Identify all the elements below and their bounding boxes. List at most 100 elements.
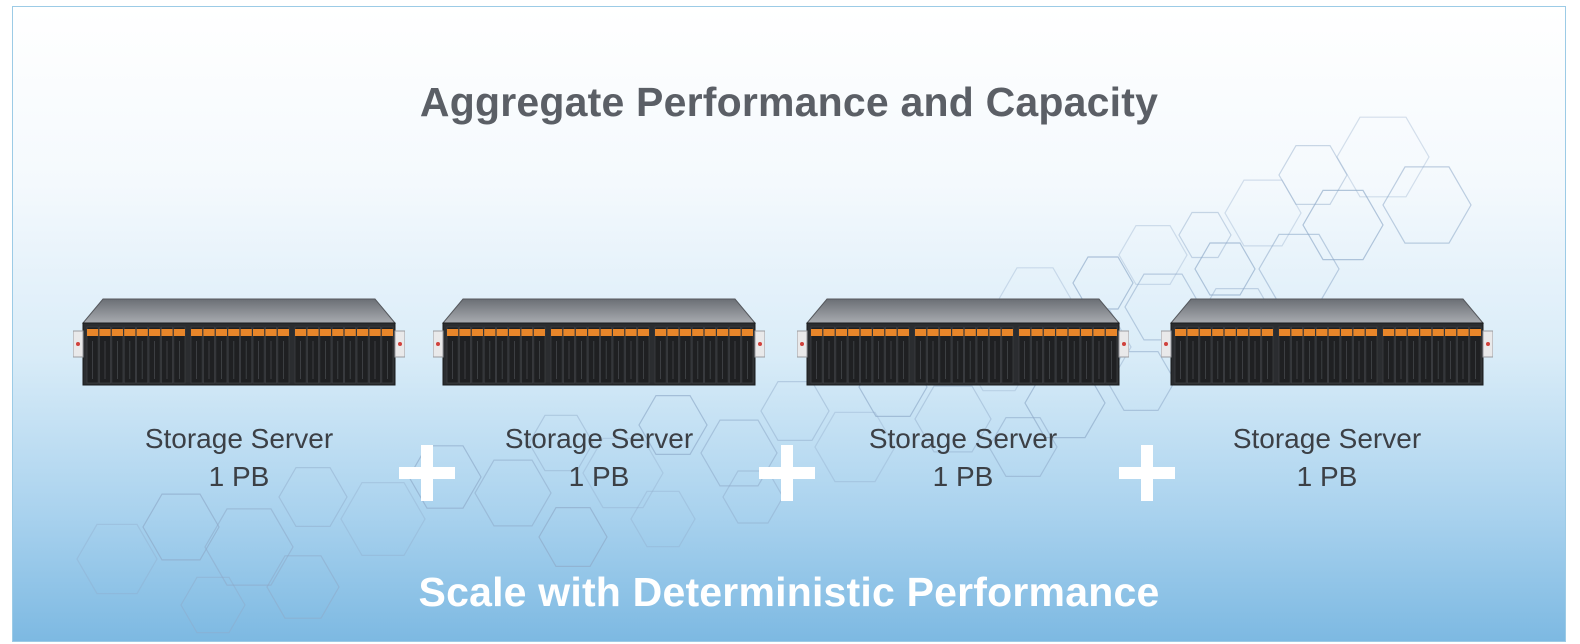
drive-release-tab xyxy=(1056,329,1068,336)
drive-release-tab xyxy=(835,329,847,336)
hexagon-shape xyxy=(1178,211,1232,259)
drive-release-tab xyxy=(240,329,252,336)
plus-vertical-bar xyxy=(1141,445,1153,501)
drive-release-tab xyxy=(1187,329,1199,336)
drive-release-tab xyxy=(1019,329,1031,336)
drive-release-tab xyxy=(848,329,860,336)
server-icon xyxy=(73,298,405,386)
hexagon-shape xyxy=(1302,189,1384,261)
drive-release-tab xyxy=(1341,329,1353,336)
hexagon-shape xyxy=(1224,179,1302,247)
drive-release-tab xyxy=(319,329,331,336)
drive-release-tab xyxy=(307,329,319,336)
drive-release-tab xyxy=(989,329,1001,336)
drive-release-tab xyxy=(484,329,496,336)
drive-release-tab xyxy=(600,329,612,336)
rack-ear-led xyxy=(758,342,762,346)
drive-release-tab xyxy=(459,329,471,336)
drive-release-tab xyxy=(927,329,939,336)
drive-release-tab xyxy=(741,329,753,336)
drive-release-tab xyxy=(1031,329,1043,336)
drive-release-tab xyxy=(1261,329,1273,336)
drive-release-tab xyxy=(1445,329,1457,336)
drive-release-tab xyxy=(161,329,173,336)
drive-release-tab xyxy=(873,329,885,336)
drive-release-tab xyxy=(381,329,393,336)
server-lid xyxy=(805,298,1121,324)
drive-release-tab xyxy=(1291,329,1303,336)
server-lid xyxy=(441,298,757,324)
drive-release-tab xyxy=(692,329,704,336)
drive-release-tab xyxy=(136,329,148,336)
plus-vertical-bar xyxy=(421,445,433,501)
drive-release-tab xyxy=(344,329,356,336)
drive-release-tab xyxy=(533,329,545,336)
drive-release-tab xyxy=(655,329,667,336)
drive-release-tab xyxy=(729,329,741,336)
plus-icon xyxy=(1119,445,1175,501)
drive-release-tab xyxy=(295,329,307,336)
server-name-label: Storage Server xyxy=(1232,423,1422,454)
drive-release-tab xyxy=(1353,329,1365,336)
server-icon xyxy=(433,298,765,386)
server-name-label: Storage Server xyxy=(144,423,334,454)
server-capacity-label: 1 PB xyxy=(1296,461,1358,492)
drive-release-tab xyxy=(575,329,587,336)
drive-release-tab xyxy=(679,329,691,336)
plus-vertical-bar xyxy=(781,445,793,501)
drive-release-tab xyxy=(1365,329,1377,336)
rack-ear-led xyxy=(436,342,440,346)
drive-release-tab xyxy=(1395,329,1407,336)
server-unit-2: Storage Server 1 PB xyxy=(433,291,765,511)
drive-release-tab xyxy=(1279,329,1291,336)
drive-release-tab xyxy=(1105,329,1117,336)
drive-release-tab xyxy=(277,329,289,336)
diagram-frame: Aggregate Performance and Capacity Stora… xyxy=(12,6,1566,642)
drive-release-tab xyxy=(1249,329,1261,336)
server-capacity-label: 1 PB xyxy=(932,461,994,492)
server-lid xyxy=(1169,298,1485,324)
drive-release-tab xyxy=(447,329,459,336)
drive-release-tab xyxy=(173,329,185,336)
drive-release-tab xyxy=(551,329,563,336)
drive-release-tab xyxy=(1303,329,1315,336)
drive-release-tab xyxy=(1001,329,1013,336)
rack-ear-led xyxy=(1122,342,1126,346)
drive-release-tab xyxy=(885,329,897,336)
plus-icon xyxy=(759,445,815,501)
drive-release-tab xyxy=(357,329,369,336)
drive-release-tab xyxy=(1212,329,1224,336)
rack-ear-led xyxy=(76,342,80,346)
server-name-label: Storage Server xyxy=(868,423,1058,454)
drive-release-tab xyxy=(149,329,161,336)
drive-release-tab xyxy=(1237,329,1249,336)
drive-release-tab xyxy=(588,329,600,336)
drive-release-tab xyxy=(332,329,344,336)
drive-release-tab xyxy=(939,329,951,336)
drive-release-tab xyxy=(952,329,964,336)
drive-release-tab xyxy=(964,329,976,336)
server-name-label: Storage Server xyxy=(504,423,694,454)
server-icon xyxy=(1161,298,1493,386)
server-unit-1: Storage Server 1 PB xyxy=(73,291,405,511)
drive-release-tab xyxy=(897,329,909,336)
drive-release-tab xyxy=(228,329,240,336)
drive-release-tab xyxy=(1199,329,1211,336)
drive-release-tab xyxy=(717,329,729,336)
drive-release-tab xyxy=(823,329,835,336)
rack-ear-led xyxy=(398,342,402,346)
drive-release-tab xyxy=(1407,329,1419,336)
server-lid xyxy=(81,298,397,324)
hexagon-shape xyxy=(1118,225,1188,285)
drive-release-tab xyxy=(521,329,533,336)
drive-release-tab xyxy=(977,329,989,336)
drive-release-tab xyxy=(1081,329,1093,336)
drive-release-tab xyxy=(1383,329,1395,336)
drive-release-tab xyxy=(203,329,215,336)
drive-release-tab xyxy=(509,329,521,336)
drive-release-tab xyxy=(1068,329,1080,336)
hexagon-shape xyxy=(1336,116,1430,198)
drive-release-tab xyxy=(1328,329,1340,336)
rack-ear-led xyxy=(800,342,804,346)
drive-release-tab xyxy=(1432,329,1444,336)
